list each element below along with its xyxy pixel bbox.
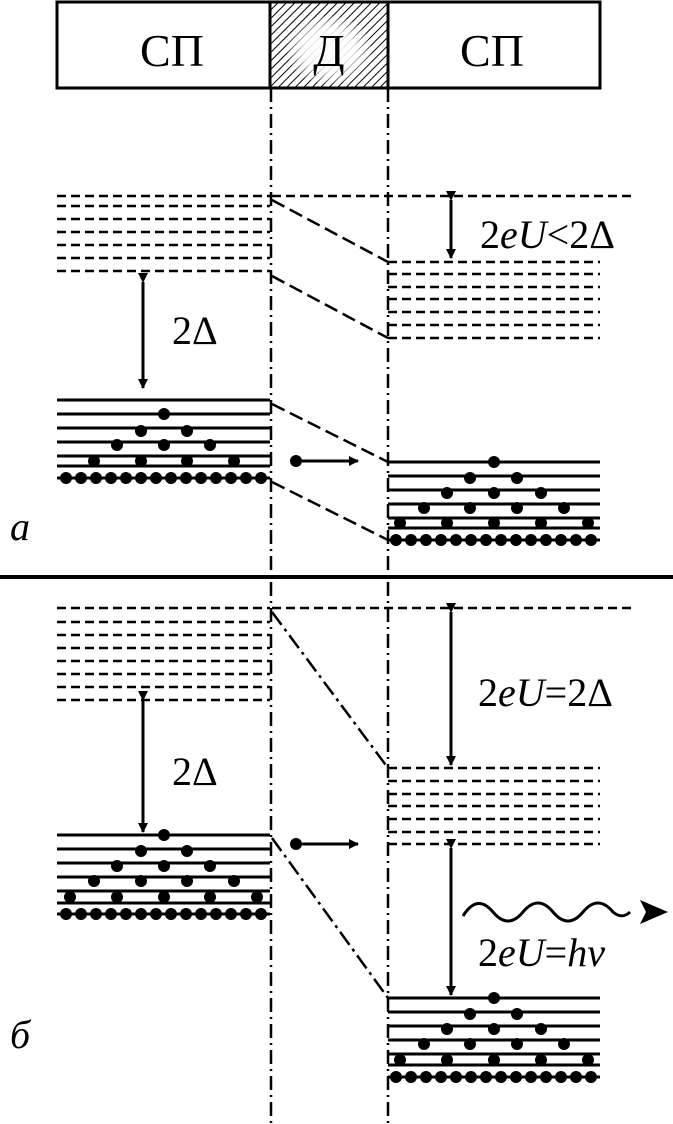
left-empty-levels-b xyxy=(57,606,270,702)
barrier-band-edges-a xyxy=(271,198,389,542)
tunneling-electron-a xyxy=(290,455,302,467)
photon-label: 2eU=hν xyxy=(478,930,605,975)
left-empty-levels xyxy=(57,194,270,273)
left-electrons-b xyxy=(60,829,267,920)
tunneling-electron-b xyxy=(290,838,302,850)
bias-label-b: 2eU=2Δ xyxy=(478,670,613,715)
barrier-label: Д xyxy=(313,25,344,76)
right-empty-levels-a xyxy=(388,260,600,340)
barrier-band-edges-b xyxy=(270,611,390,999)
gap-label-b: 2Δ xyxy=(172,749,218,794)
right-electrons-b xyxy=(390,992,597,1083)
right-empty-levels-b xyxy=(388,766,600,846)
panel-a-tag: a xyxy=(10,504,30,549)
left-electrons xyxy=(60,408,267,484)
panel-a: 2Δ 2eU<2Δ xyxy=(10,191,636,549)
superconductor-left-label: СП xyxy=(140,25,204,76)
right-electrons-a xyxy=(390,456,597,546)
superconductor-right-label: СП xyxy=(460,25,524,76)
header-left-cell xyxy=(55,0,272,90)
barrier-label-backdrop xyxy=(287,16,371,84)
photon-arrowhead-icon xyxy=(640,900,668,924)
header-right-cell xyxy=(386,0,602,90)
panel-b: 2Δ 2eU=2Δ 2eU=hν xyxy=(10,603,668,1083)
photon-wave-icon xyxy=(461,901,632,923)
gap-label-a: 2Δ xyxy=(172,308,218,353)
junction-header: СП Д СП xyxy=(55,0,602,90)
bias-label-a: 2eU<2Δ xyxy=(480,212,615,257)
panel-b-tag: б xyxy=(10,1012,32,1057)
